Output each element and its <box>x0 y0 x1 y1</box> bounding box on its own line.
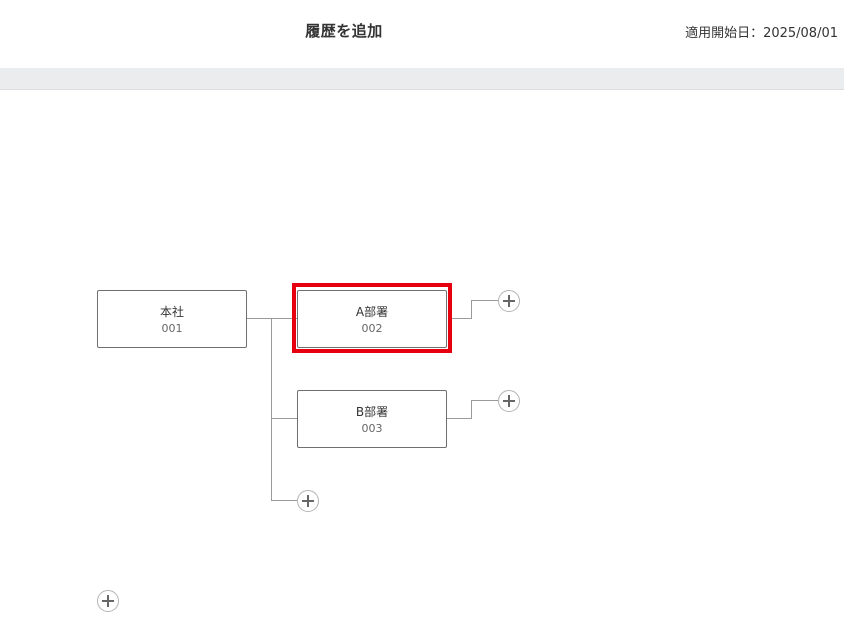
connector-line <box>271 500 297 501</box>
plus-circle-icon <box>298 491 318 511</box>
org-node-name: 本社 <box>159 305 184 319</box>
connector-line <box>447 418 471 419</box>
org-node-code: 001 <box>161 322 183 335</box>
page-title: 履歴を追加 <box>305 22 383 40</box>
header: 履歴を追加 適用開始日：2025/08/01 <box>0 0 844 68</box>
org-node-root[interactable]: 本社 001 <box>97 290 247 348</box>
org-node-code: 003 <box>361 422 383 435</box>
plus-circle-icon <box>98 591 118 611</box>
org-node-name: A部署 <box>355 305 389 319</box>
connector-line <box>452 318 471 319</box>
add-child-a-button[interactable] <box>498 290 520 312</box>
connector-line <box>471 400 472 419</box>
connector-line <box>471 300 498 301</box>
connector-line <box>471 400 498 401</box>
org-node-a[interactable]: A部署 002 <box>297 290 447 348</box>
plus-circle-icon <box>499 291 519 311</box>
org-node-b[interactable]: B部署 003 <box>297 390 447 448</box>
add-sibling-button[interactable] <box>297 490 319 512</box>
add-root-button[interactable] <box>97 590 119 612</box>
effective-date-label: 適用開始日：2025/08/01 <box>685 26 838 41</box>
plus-circle-icon <box>499 391 519 411</box>
connector-line <box>271 318 272 501</box>
connector-line <box>247 318 297 319</box>
connector-line <box>471 300 472 319</box>
org-tree-canvas: 本社 001 A部署 002 B部署 003 <box>0 90 844 627</box>
org-node-name: B部署 <box>355 405 389 419</box>
toolbar-band <box>0 68 844 90</box>
org-node-code: 002 <box>361 322 383 335</box>
add-child-b-button[interactable] <box>498 390 520 412</box>
connector-line <box>271 418 297 419</box>
